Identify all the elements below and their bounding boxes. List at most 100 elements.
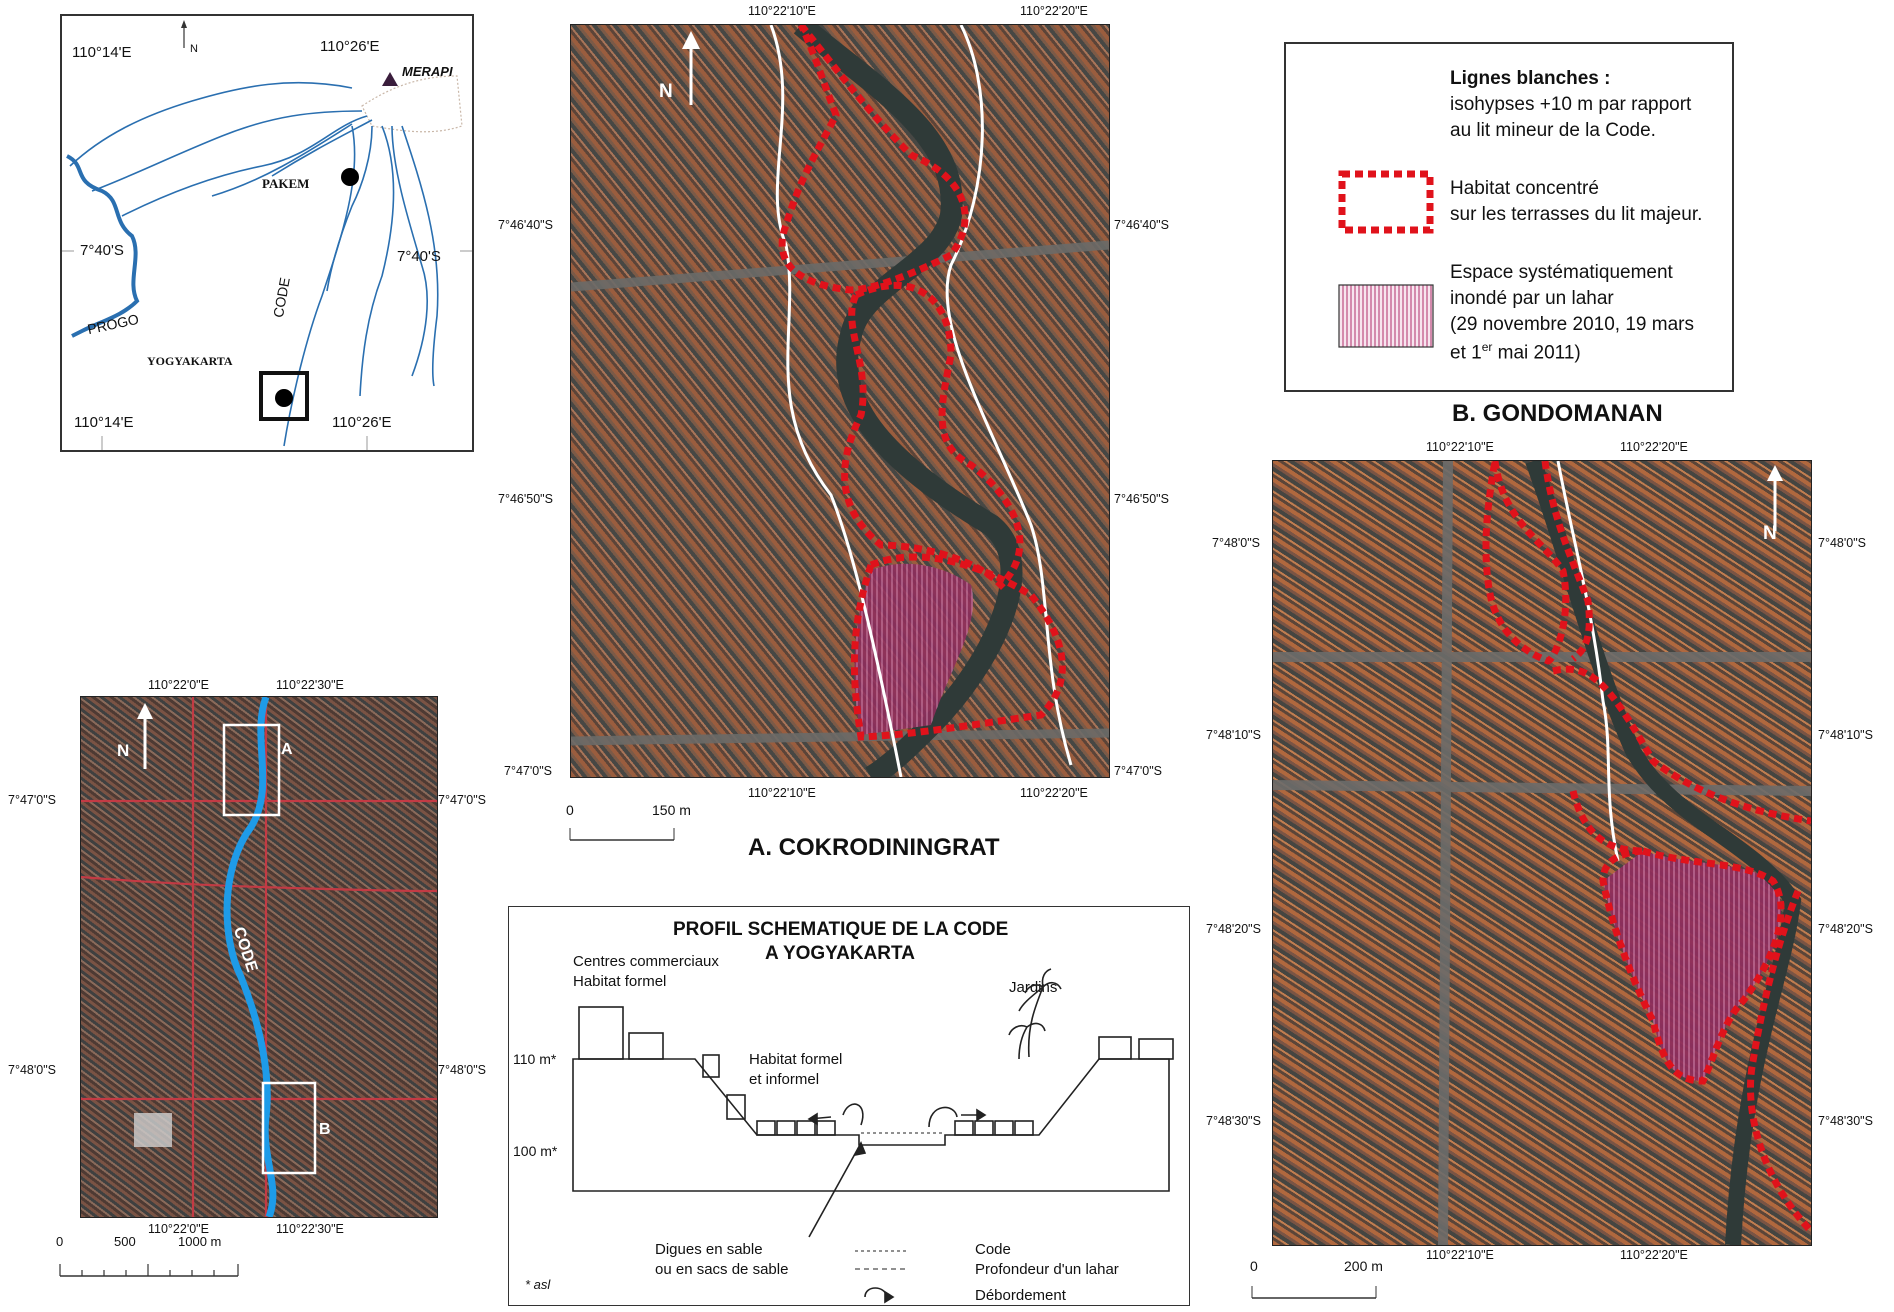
regional-inset-map: 110°14'E N 110°26'E MERAPI PAKEM 7°40'S … xyxy=(60,14,474,452)
b-lat4-right: 7°48'30"S xyxy=(1818,1114,1873,1128)
city-scale-1000: 1000 m xyxy=(178,1234,222,1249)
legend-hatch-l4: et 1er mai 2011) xyxy=(1450,340,1581,364)
b-lat2-left: 7°48'10"S xyxy=(1206,728,1261,742)
city-scale-0: 0 xyxy=(56,1234,64,1249)
b-lat3-left: 7°48'20"S xyxy=(1206,922,1261,936)
inset-lon-tr: 110°26'E xyxy=(320,38,380,55)
inset-lon-bl: 110°14'E xyxy=(74,414,134,431)
commercial-l1: Centres commerciaux xyxy=(573,953,719,970)
legend: Lignes blanches : isohypses +10 m par ra… xyxy=(1284,42,1734,392)
legend-red-l2: sur les terrasses du lit majeur. xyxy=(1450,204,1703,225)
gardens-label: Jardins xyxy=(1009,979,1058,996)
city-north-arrow-icon xyxy=(137,703,153,719)
north-arrow-icon xyxy=(181,20,187,28)
city-lat-bot-right: 7°48'0"S xyxy=(438,1063,486,1077)
map-a-north-label: N xyxy=(659,81,673,102)
inset-lon-tl: 110°14'E xyxy=(72,44,132,61)
map-b-scale-0: 0 xyxy=(1250,1258,1258,1274)
legend-hatch-l2: inondé par un lahar xyxy=(1450,288,1614,309)
pakem-label: PAKEM xyxy=(262,176,310,191)
map-b-flood-area xyxy=(1603,851,1782,1081)
map-b-satellite: N xyxy=(1272,460,1812,1246)
city-lat-bot-left: 7°48'0"S xyxy=(8,1063,56,1077)
legend-hatch-l3: (29 novembre 2010, 19 mars xyxy=(1450,314,1694,335)
profile-drawing xyxy=(572,968,1174,1304)
elev-110-label: 110 m* xyxy=(513,1051,557,1067)
city-lon-bot-right: 110°22'30"E xyxy=(276,1222,344,1236)
city-lon-top-right: 110°22'30"E xyxy=(276,678,344,692)
b-lat3-right: 7°48'20"S xyxy=(1818,922,1873,936)
a-lat1-left: 7°46'40"S xyxy=(498,218,553,232)
a-lat2-right: 7°46'50"S xyxy=(1114,492,1169,506)
map-b-north-arrow-icon xyxy=(1767,465,1783,481)
map-b-title: B. GONDOMANAN xyxy=(1452,400,1663,427)
map-b-north-label: N xyxy=(1763,523,1777,544)
b-lon-top-right: 110°22'20"E xyxy=(1620,440,1688,454)
map-b-scale-bar xyxy=(1251,1286,1377,1299)
pakem-marker xyxy=(341,168,359,186)
legend-white-l1: isohypses +10 m par rapport xyxy=(1450,94,1692,115)
inset-river-network xyxy=(62,20,472,450)
inset-north: N xyxy=(190,43,198,55)
legend-red-swatch xyxy=(1338,170,1434,234)
city-map-overlay xyxy=(81,697,437,1217)
volcano-icon xyxy=(382,72,398,86)
map-a-overlay xyxy=(571,25,1109,777)
study-box-b xyxy=(261,1081,317,1175)
b-lat2-right: 7°48'10"S xyxy=(1818,728,1873,742)
yogyakarta-label: YOGYAKARTA xyxy=(147,354,233,368)
progo-river xyxy=(65,154,140,338)
key-lahar-label: Profondeur d'un lahar xyxy=(975,1261,1119,1278)
profile-title-l2: A YOGYAKARTA xyxy=(765,943,915,964)
map-a-satellite: N xyxy=(570,24,1110,778)
key-overflow-label: Débordement xyxy=(975,1287,1066,1304)
merapi-label: MERAPI xyxy=(402,64,453,79)
inset-lat-right: 7°40'S xyxy=(397,248,441,265)
city-lon-bot-left: 110°22'0"E xyxy=(148,1222,209,1236)
inset-lat-left: 7°40'S xyxy=(80,242,124,259)
a-lat3-left: 7°47'0"S xyxy=(504,764,552,778)
habitat-l2: et informel xyxy=(749,1071,820,1088)
elev-100-label: 100 m* xyxy=(513,1143,558,1159)
a-lat2-left: 7°46'50"S xyxy=(498,492,553,506)
a-lat1-right: 7°46'40"S xyxy=(1114,218,1169,232)
city-scale-bar xyxy=(59,1264,239,1277)
a-lon-bot-left: 110°22'10"E xyxy=(748,786,816,800)
legend-white-l2: au lit mineur de la Code. xyxy=(1450,120,1656,141)
map-a-north-arrow-icon xyxy=(682,31,700,49)
map-a-scale-150: 150 m xyxy=(652,802,691,818)
map-a-scale-0: 0 xyxy=(566,802,574,818)
inset-lon-br: 110°26'E xyxy=(332,414,392,431)
legend-red-l1: Habitat concentré xyxy=(1450,178,1599,199)
b-lon-bot-right: 110°22'20"E xyxy=(1620,1248,1688,1262)
dikes-l2: ou en sacs de sable xyxy=(655,1261,789,1278)
legend-white-title: Lignes blanches : xyxy=(1450,68,1611,89)
map-a-title: A. COKRODININGRAT xyxy=(748,834,1000,861)
schematic-profile: PROFIL SCHEMATIQUE DE LA CODE A YOGYAKAR… xyxy=(508,906,1190,1306)
commercial-l2: Habitat formel xyxy=(573,973,667,990)
city-satellite-map: N A B CODE xyxy=(80,696,438,1218)
asl-footnote: * asl xyxy=(525,1277,551,1292)
habitat-l1: Habitat formel xyxy=(749,1051,843,1068)
city-lat-top-right: 7°47'0"S xyxy=(438,793,486,807)
b-lon-bot-left: 110°22'10"E xyxy=(1426,1248,1494,1262)
b-lat1-left: 7°48'0"S xyxy=(1212,536,1260,550)
a-lat3-right: 7°47'0"S xyxy=(1114,764,1162,778)
code-river xyxy=(223,697,277,1217)
b-lat4-left: 7°48'30"S xyxy=(1206,1114,1261,1128)
b-lon-top-left: 110°22'10"E xyxy=(1426,440,1494,454)
map-b-overlay xyxy=(1273,461,1811,1245)
box-a-label: A xyxy=(281,741,293,758)
legend-hatch-swatch xyxy=(1338,284,1434,348)
city-lat-top-left: 7°47'0"S xyxy=(8,793,56,807)
map-a-scale-bar xyxy=(569,828,675,841)
a-lon-top-right: 110°22'20"E xyxy=(1020,4,1088,18)
key-code-label: Code xyxy=(975,1241,1011,1258)
map-b-scale-200: 200 m xyxy=(1344,1258,1383,1274)
profile-title-l1: PROFIL SCHEMATIQUE DE LA CODE xyxy=(673,919,1009,940)
city-scale-500: 500 xyxy=(114,1234,136,1249)
box-b-label: B xyxy=(319,1121,331,1138)
a-lon-top-left: 110°22'10"E xyxy=(748,4,816,18)
study-box-a xyxy=(222,723,281,817)
city-north-label: N xyxy=(117,741,130,760)
